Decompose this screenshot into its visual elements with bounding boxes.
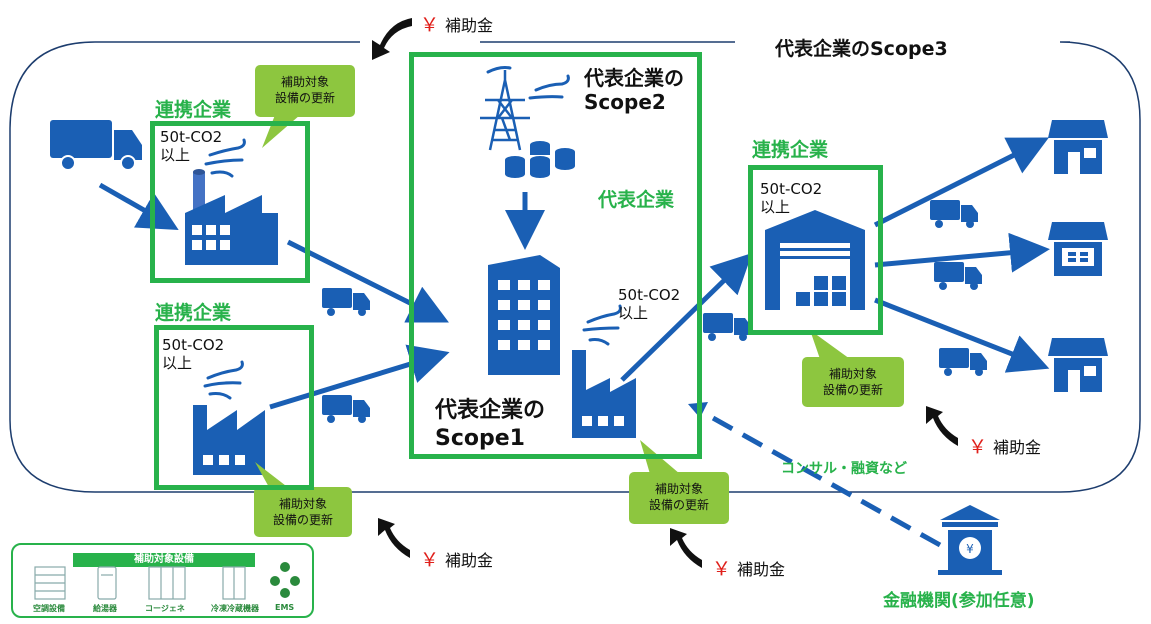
bank-icon: ¥ — [938, 505, 1002, 575]
scope1-label: 代表企業の Scope1 — [435, 397, 545, 453]
legend-title: 補助対象設備 — [73, 553, 255, 567]
store-icon — [1048, 222, 1108, 276]
scope3-boundary — [9, 41, 1141, 493]
legend-item-ems: EMS — [275, 603, 295, 612]
factory-icon — [185, 169, 278, 265]
fuel-drums-icon — [505, 141, 575, 178]
legend-item-water-heater: 給湯器 — [93, 604, 117, 613]
partner-box-2 — [154, 325, 314, 490]
scope1-label-line1: 代表企業の — [435, 398, 546, 423]
wind-icon — [204, 138, 246, 178]
legend-icons — [34, 562, 300, 600]
arrow-factory1-to-building — [286, 239, 449, 323]
legend-item-air-conditioning: 空調設備 — [33, 604, 65, 613]
arrow-finance-dashed — [693, 405, 942, 548]
scope2-label-line1: 代表企業の — [584, 66, 684, 90]
partner-label-3: 連携企業 — [752, 139, 829, 161]
finance-institution-label: 金融機関(参加任意) — [883, 591, 1035, 611]
speech-bubble — [802, 330, 904, 407]
building-icon — [488, 255, 560, 375]
svg-text:¥: ¥ — [966, 542, 974, 556]
subsidy-label-top: ￥補助金 — [420, 14, 494, 36]
air-conditioner-icon — [34, 566, 66, 600]
subsidy-label-right: ￥補助金 — [968, 436, 1042, 458]
store-icon — [1048, 338, 1108, 392]
curved-arrow-icon — [670, 528, 702, 568]
arrow-warehouse-to-store3 — [874, 297, 1050, 373]
ems-icon — [270, 562, 300, 598]
speech-bubble — [254, 462, 352, 537]
truck-icon — [322, 288, 370, 316]
partner-box-1 — [150, 121, 310, 283]
truck-icon — [930, 200, 978, 228]
legend-item-cogeneration: コージェネ — [145, 604, 185, 613]
cogeneration-icon — [148, 566, 186, 600]
legend-item-refrigeration: 冷凍冷蔵機器 — [211, 604, 259, 613]
water-heater-icon — [97, 566, 117, 600]
representative-label: 代表企業 — [598, 189, 675, 211]
arrow-scope1-to-warehouse — [620, 253, 753, 382]
scope3-title: 代表企業のScope3 — [775, 38, 948, 60]
truck-icon — [703, 313, 751, 341]
truck-icon — [934, 262, 982, 290]
partner-label-1: 連携企業 — [155, 99, 232, 121]
bubble-text-4: 補助対象設備の更新 — [822, 367, 883, 397]
wind-icon — [582, 304, 622, 346]
arrow-warehouse-to-store1 — [873, 137, 1049, 228]
factory-icon — [193, 405, 265, 475]
subsidy-label-bottom-center: ￥補助金 — [712, 558, 786, 580]
scope1-label-line2: Scope1 — [435, 426, 525, 451]
partner-box-3 — [748, 165, 883, 335]
factory-icon — [572, 350, 636, 438]
scope2-label: 代表企業の Scope2 — [584, 66, 684, 114]
transmission-tower-icon — [480, 70, 530, 151]
arrow-warehouse-to-store2 — [874, 232, 1050, 273]
wind-icon — [203, 360, 244, 400]
curved-arrow-icon — [378, 518, 410, 558]
scope2-label-line2: Scope2 — [584, 90, 666, 114]
curved-arrow-icon — [926, 406, 958, 446]
arrow-truck-to-factory1 — [98, 182, 179, 230]
bubble-text-3: 補助対象設備の更新 — [648, 482, 709, 512]
truck-icon — [939, 348, 987, 376]
wind-icon — [486, 66, 570, 100]
bubble-text-2: 補助対象設備の更新 — [272, 497, 333, 527]
truck-icon — [322, 395, 370, 423]
subsidy-label-bottom-left: ￥補助金 — [420, 549, 494, 571]
consulting-label: コンサル・融資など — [781, 461, 907, 477]
partner-label-2: 連携企業 — [155, 302, 232, 324]
bubble-text-1: 補助対象設備の更新 — [274, 75, 335, 105]
equipment-legend: 補助対象設備 空調設備 給湯器 コージェネ 冷凍冷蔵機器 EMS — [11, 543, 314, 618]
refrigerator-icon — [222, 566, 246, 600]
warehouse-icon — [765, 210, 865, 310]
curved-arrow-icon — [372, 18, 412, 60]
representative-box — [409, 52, 702, 459]
store-icon — [1048, 120, 1108, 174]
truck-icon — [50, 120, 142, 171]
